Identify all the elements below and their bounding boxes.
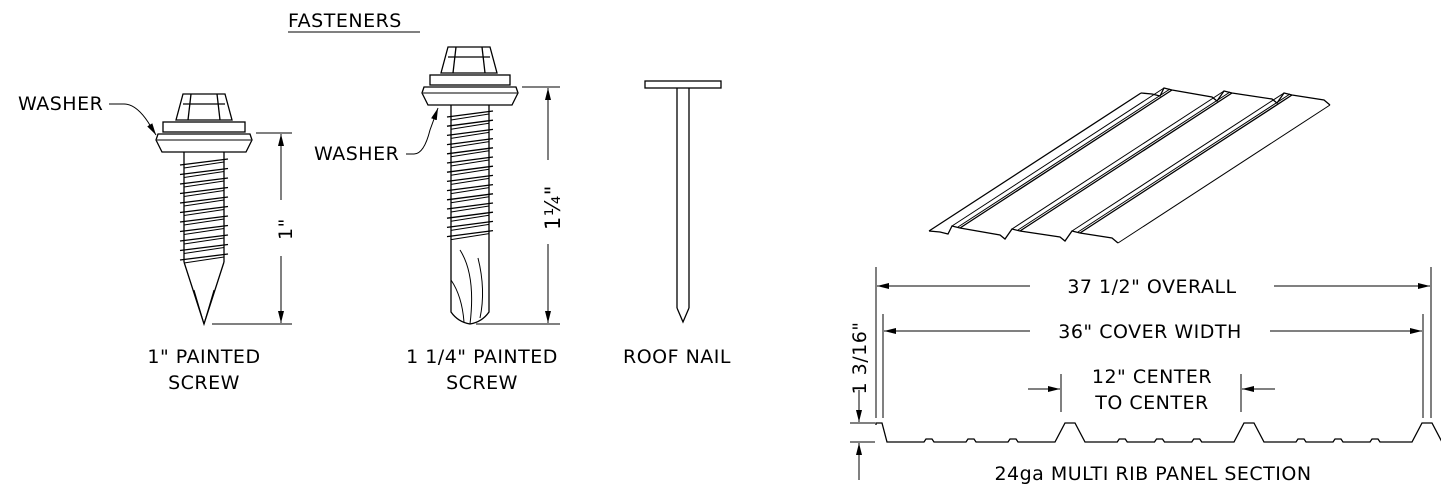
roof-nail-caption: ROOF NAIL: [623, 346, 731, 368]
screw-2-caption-line1: 1 1/4" PAINTED: [406, 346, 558, 368]
screw-2-caption-line2: SCREW: [446, 372, 518, 394]
screw-1-caption-line2: SCREW: [168, 372, 240, 394]
center-label-line2: TO CENTER: [1094, 392, 1208, 414]
panel-isometric-drawing: [928, 87, 1331, 244]
overall-label: 37 1/2" OVERALL: [1067, 276, 1236, 298]
cover-label: 36" COVER WIDTH: [1058, 321, 1242, 343]
center-label-line1: 12" CENTER: [1092, 366, 1212, 388]
screw-2-washer-leader: [406, 107, 439, 155]
panel-section-profile: [875, 422, 1441, 443]
rib-height-label: 1 3/16": [849, 321, 871, 394]
panel-section-label: 24ga MULTI RIB PANEL SECTION: [994, 463, 1311, 485]
screw-1-washer-leader: [109, 103, 157, 136]
fasteners-title: FASTENERS: [288, 10, 402, 32]
screw-1-washer-label: WASHER: [18, 93, 103, 115]
screw-1-drawing: [155, 93, 253, 327]
screw-1-dim-label: 1": [275, 218, 297, 240]
screw-2-washer-label: WASHER: [314, 143, 399, 165]
roof-nail-drawing: [644, 80, 722, 324]
screw-1-caption-line1: 1" PAINTED: [147, 346, 260, 368]
screw-2-drawing: [421, 46, 519, 325]
screw-2-dim-label: 1¼": [541, 185, 565, 230]
